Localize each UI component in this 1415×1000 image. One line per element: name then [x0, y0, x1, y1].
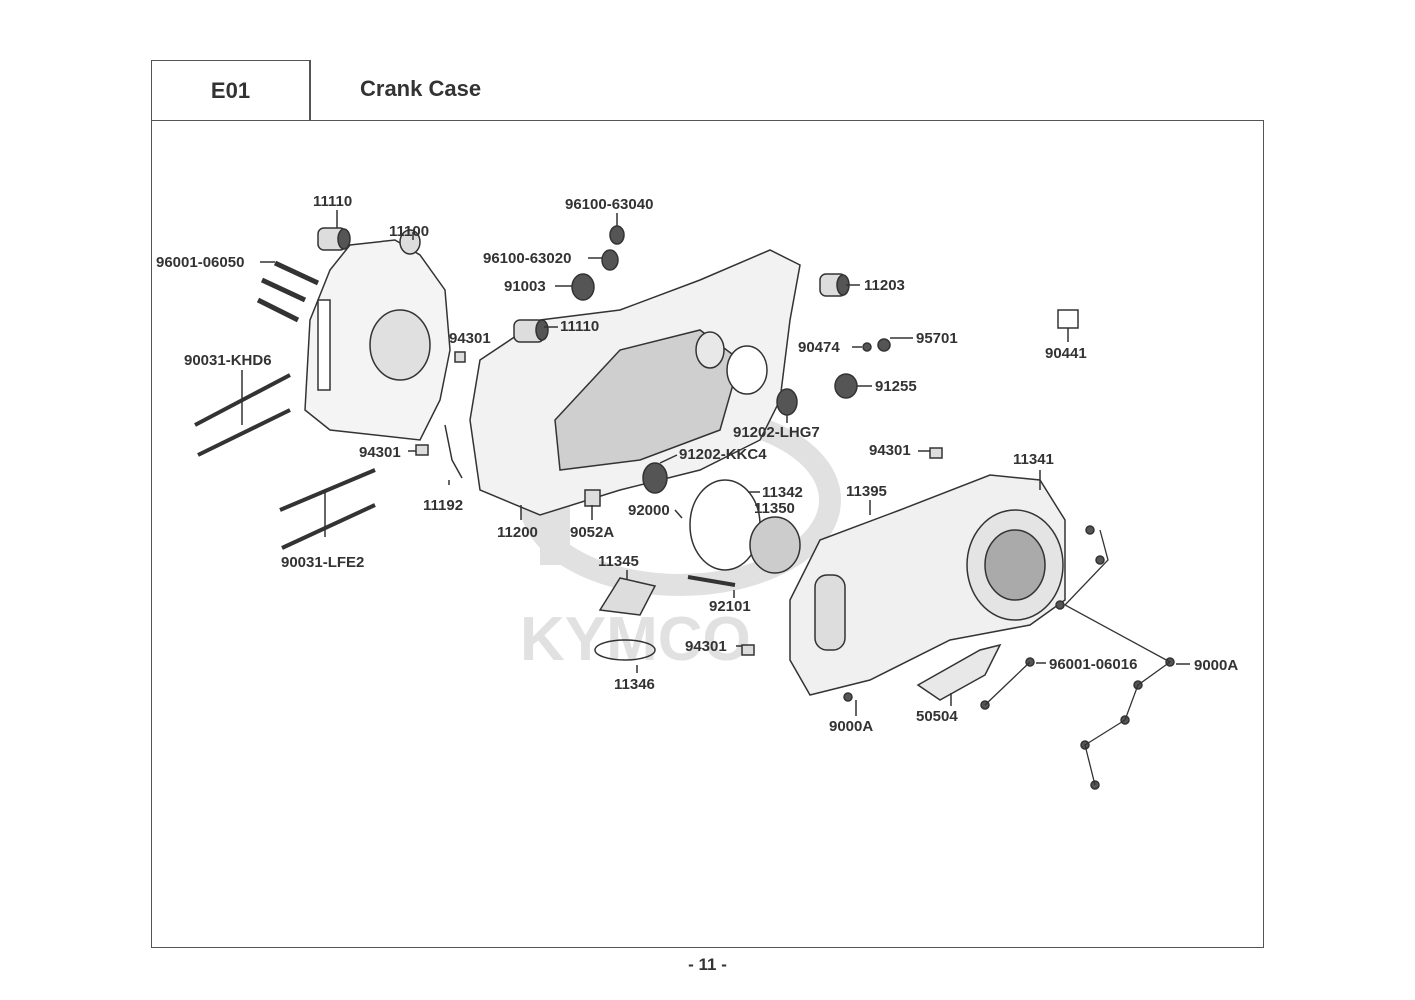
part-label: 50504: [916, 708, 958, 725]
part-label: 11200: [497, 524, 538, 541]
part-label: 95701: [916, 330, 958, 347]
plate-11342: [689, 479, 761, 571]
right-crankcase-11200: [469, 249, 801, 516]
clamp-11346: [594, 639, 656, 661]
seal-91255: [834, 373, 858, 399]
part-label: 11341: [1013, 451, 1054, 468]
part-label: 90441: [1045, 345, 1087, 362]
part-label: 96001-06050: [156, 254, 245, 271]
bolt-92101: [687, 575, 736, 587]
bushing-11203: [819, 273, 850, 297]
part-label: 96100-63020: [483, 250, 572, 267]
part-label: 91202-LHG7: [733, 424, 820, 441]
washer-90474: [862, 342, 872, 352]
studs-90031-lfe2: [279, 468, 376, 550]
part-label: 91255: [875, 378, 917, 395]
part-label: 94301: [869, 442, 911, 459]
part-label: 11350: [754, 500, 795, 517]
part-label: 91003: [504, 278, 546, 295]
section-code: E01: [151, 60, 309, 120]
bolts-96001-06050: [256, 260, 320, 323]
duct-11345: [598, 577, 657, 616]
part-label: 94301: [685, 638, 727, 655]
part-label: 11100: [389, 223, 430, 240]
crankcase-cover-11395: [789, 474, 1066, 696]
bearing-96100-63020: [601, 249, 619, 271]
pipe-11192: [444, 424, 463, 479]
clip-90441: [1057, 309, 1079, 329]
bushing-11110-a: [317, 227, 351, 251]
bushing-11110-b: [513, 319, 549, 343]
part-label: 11342: [762, 484, 803, 501]
part-label: 11346: [614, 676, 655, 693]
header-divider: [309, 60, 311, 120]
part-label: 91202-KKC4: [679, 446, 767, 463]
dowel-94301-d: [741, 644, 755, 656]
dowel-94301-b: [415, 444, 429, 456]
part-label: 90031-LFE2: [281, 554, 365, 571]
part-label: 96001-06016: [1049, 656, 1138, 673]
seal-91202-lhg7: [776, 388, 798, 416]
bearing-91003: [571, 273, 595, 301]
part-label: 9000A: [829, 718, 874, 735]
part-label: 9000A: [1194, 657, 1239, 674]
part-label: 11395: [846, 483, 887, 500]
part-label: 94301: [449, 330, 491, 347]
seal-91202-kkc4: [642, 462, 668, 494]
page-number: - 11 -: [688, 955, 727, 974]
leader-lines: [241, 210, 1190, 716]
bolt-95701: [877, 338, 891, 352]
part-label: 11110: [313, 193, 353, 210]
part-label: 96100-63040: [565, 196, 654, 213]
dowel-94301-a: [454, 351, 466, 363]
diagram-frame: [151, 120, 1264, 948]
bushing-11100: [399, 229, 421, 255]
part-label: 90474: [798, 339, 840, 356]
bearing-96100-63040: [609, 225, 625, 245]
section-title: Crank Case: [360, 76, 482, 101]
part-label: 92000: [628, 502, 670, 519]
dowel-94301-c: [929, 447, 943, 459]
part-label: 11345: [598, 553, 639, 570]
part-label: 92101: [709, 598, 751, 615]
plug-9052a: [584, 489, 601, 507]
left-crankcase-11100: [304, 239, 451, 441]
fan-11350: [749, 516, 801, 574]
watermark-text: KYMCO: [520, 605, 751, 674]
part-label: 11110: [560, 318, 600, 335]
bolt-lines: [984, 529, 1172, 786]
cover-50504: [916, 643, 1002, 701]
part-label: 9052A: [570, 524, 615, 541]
part-label: 11192: [423, 497, 464, 514]
part-label: 94301: [359, 444, 401, 461]
part-label: 90031-KHD6: [184, 352, 272, 369]
part-label: 11203: [864, 277, 905, 294]
